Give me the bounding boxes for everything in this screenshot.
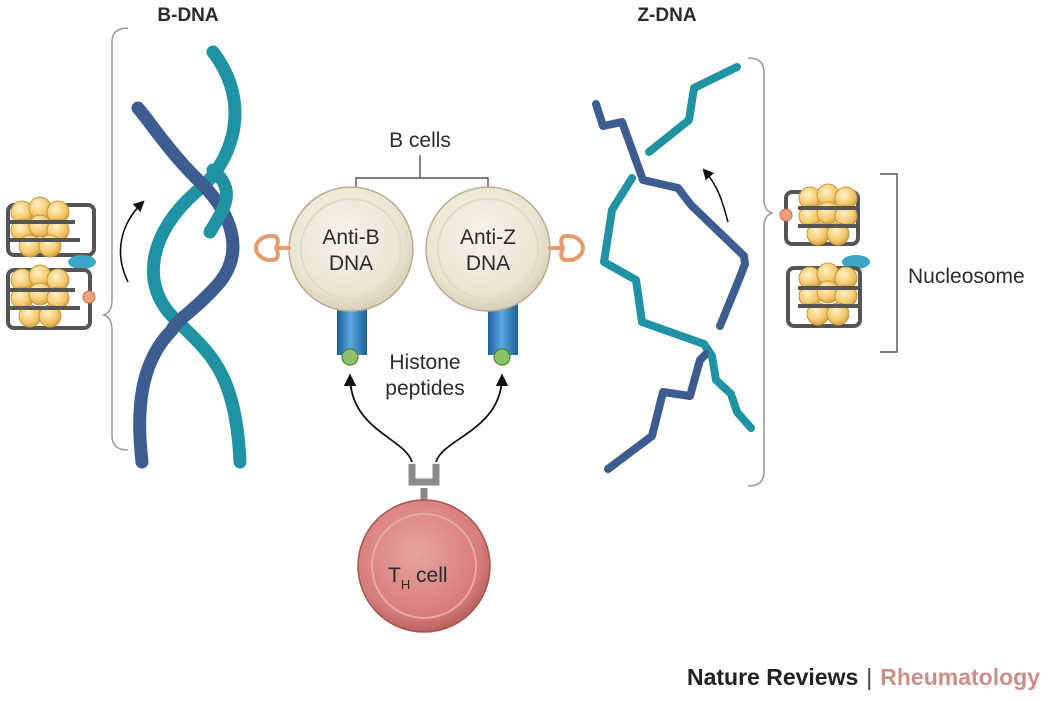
nucleosome-right-top [779,183,860,246]
z-dna-title: Z-DNA [637,5,696,26]
anti-b-dna-b-cell: Anti-B DNA [253,186,414,366]
arrow-to-anti-b [343,373,413,463]
nucleosome-right-bottom [786,262,862,328]
anti-z-label-line2: DNA [466,252,510,275]
histone-peptides-line2: peptides [385,377,464,400]
anti-b-label-line2: DNA [329,252,373,275]
journal-name: Nature Reviews [686,664,859,690]
anti-z-receptor [488,303,518,355]
footer-separator: | [866,664,873,690]
journal-section: Rheumatology [880,664,1040,690]
b-dna-strand-navy-back [131,101,203,185]
z-dna-rotation-arrow [702,168,729,223]
b-cells-bracket [355,155,489,190]
z-dna-zigzag-helix [592,63,755,473]
anti-z-label-line1: Anti-Z [460,226,516,249]
th-cell-label: TH cell [388,564,448,592]
b-dna-strand-teal [146,45,247,469]
nucleosome-left-top [6,196,96,258]
anti-z-dna-b-cell: Anti-Z DNA [425,186,586,366]
z-dna-strand-teal-upper [600,63,741,360]
nucleosome-right [779,183,870,328]
nucleosome-left-bottom [6,264,96,330]
b-dna-bracket [101,27,129,451]
anti-b-histone-peptide [341,348,359,366]
t-cell-receptor [408,464,440,502]
nucleosome-right-marker [779,208,793,222]
b-dna-strand-navy [133,171,240,469]
b-dna-double-helix [131,45,247,469]
journal-footer: Nature Reviews | Rheumatology [0,664,1040,691]
anti-b-antibody [253,234,291,262]
nucleosome-left-marker [82,290,96,304]
anti-b-label-line1: Anti-B [322,226,379,249]
nucleosome-right-antigen [842,255,870,269]
b-dna-rotation-arrow [119,200,145,283]
b-dna-title: B-DNA [157,5,218,26]
th-cell: TH cell [357,464,491,633]
th-cell-label-rest: cell [410,564,447,587]
nucleosome-left-antigen [68,255,96,269]
z-dna-strand-navy-lower [604,350,710,473]
z-dna-strand-teal-lower [708,352,755,432]
histone-peptides-line1: Histone [389,351,460,374]
z-dna-bracket [747,57,775,487]
z-dna-strand-navy-upper [592,100,749,330]
arrow-to-anti-z [435,373,509,463]
th-cell-label-subscript: H [401,577,410,592]
b-dna-strand-teal-front [203,163,233,239]
nucleosome-bracket [880,173,898,353]
nucleosome-label: Nucleosome [908,265,1025,288]
nucleosome-left [6,196,96,330]
anti-z-histone-peptide [493,348,511,366]
b-cells-label: B cells [389,129,451,152]
th-cell-label-t: T [388,564,401,587]
anti-z-antibody [548,234,586,262]
